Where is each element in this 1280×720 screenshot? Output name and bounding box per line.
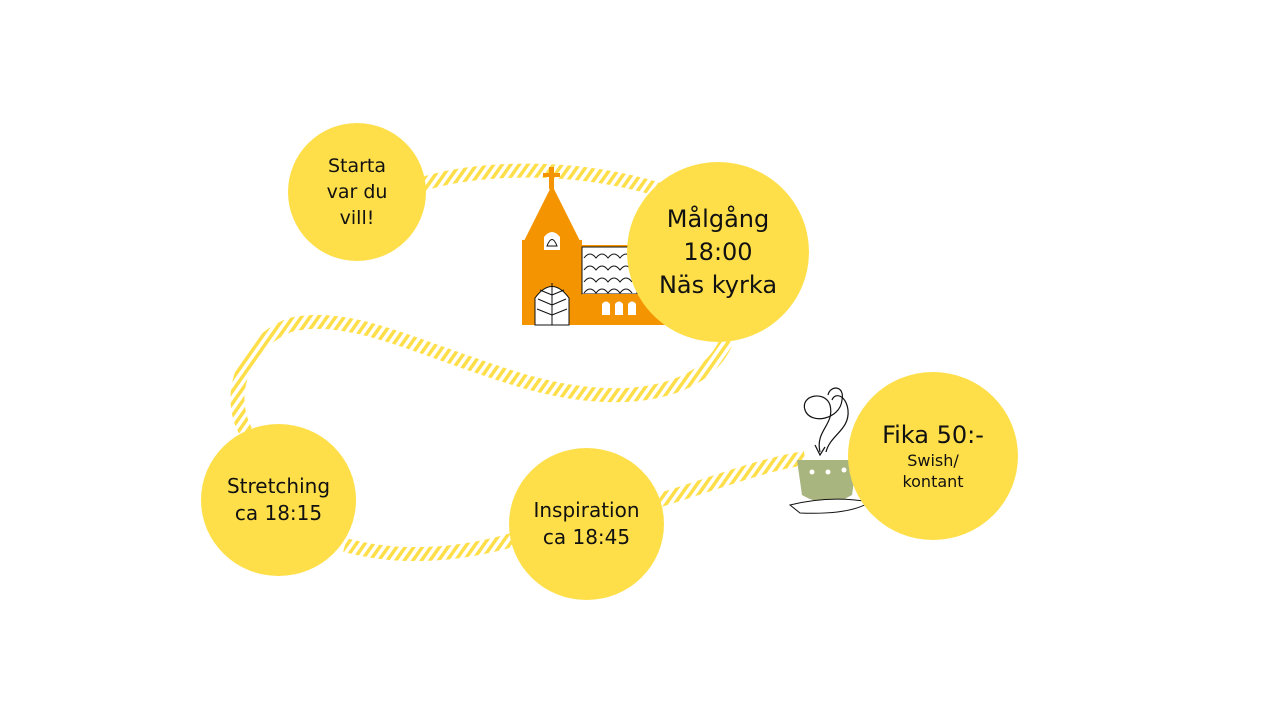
stop-fika-line-2: kontant: [902, 472, 964, 491]
route-segment-start-goal: [417, 163, 663, 197]
route-segment-goal-stretching: [230, 314, 734, 439]
stop-goal-line-2: 18:00: [683, 237, 753, 266]
stop-goal-line-3: Näs kyrka: [658, 270, 778, 299]
stop-fika: Fika 50:- Swish/ kontant: [848, 372, 1018, 540]
stop-fika-line-1: Swish/: [907, 451, 959, 470]
stop-stretching-line-1: Stretching: [226, 474, 331, 498]
stop-start-line-2: var du: [326, 181, 388, 203]
stop-stretching: Stretching ca 18:15: [201, 424, 356, 576]
route-segment-inspiration-fika: [657, 451, 807, 507]
stop-inspiration-line-1: Inspiration: [533, 498, 640, 522]
route-segment-stretching-inspiration: [343, 533, 514, 562]
route-path: [230, 163, 807, 562]
stop-inspiration: Inspiration ca 18:45: [509, 448, 664, 600]
stop-start: Starta var du vill!: [288, 123, 426, 261]
stop-start-line-3: vill!: [339, 207, 375, 229]
stop-goal: Målgång 18:00 Näs kyrka: [627, 162, 809, 342]
stop-start-line-1: Starta: [327, 155, 387, 177]
stop-stretching-line-2: ca 18:15: [234, 501, 323, 525]
stop-goal-line-1: Målgång: [666, 204, 770, 233]
stop-inspiration-line-2: ca 18:45: [542, 525, 631, 549]
stop-fika-title: Fika 50:-: [882, 421, 984, 449]
